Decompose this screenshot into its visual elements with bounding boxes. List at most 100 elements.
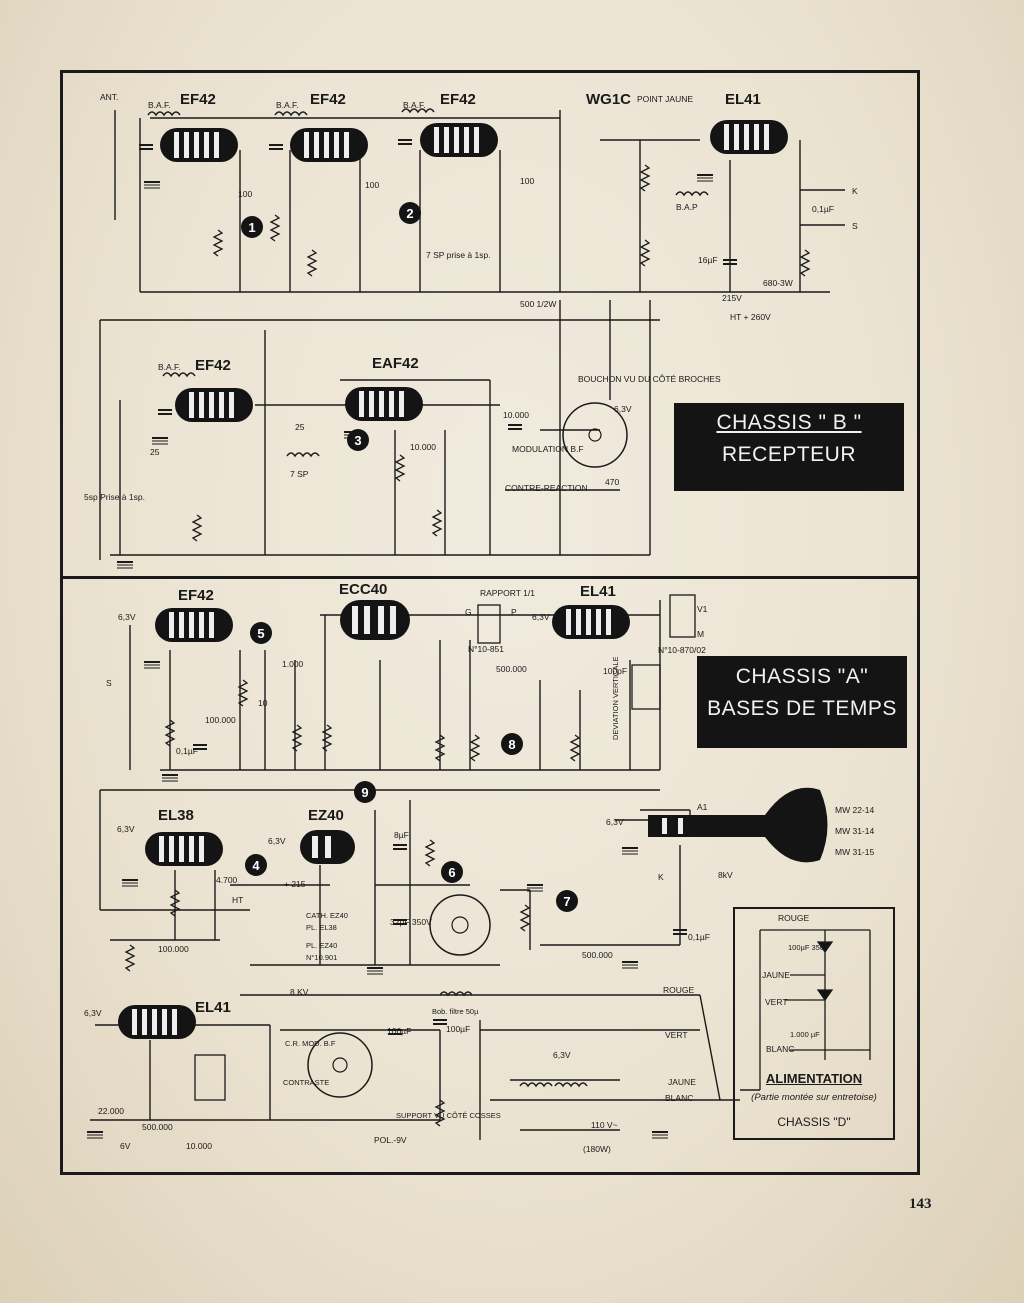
label-63v-crt: 6,3V <box>606 817 624 827</box>
bouchon-socket <box>562 402 628 468</box>
alim-vert: VERT <box>765 997 788 1007</box>
label-c16: 16µF <box>698 255 718 265</box>
label-blanc: BLANC <box>665 1093 693 1103</box>
label-pl-el38: PL. EL38 <box>306 923 337 932</box>
label-pol9: POL.-9V <box>374 1135 407 1145</box>
alimentation-chassis: CHASSIS "D" <box>777 1115 851 1129</box>
label-100-a: 100 <box>238 189 252 199</box>
label-bob-filtre: Bob. filtre 50µ <box>432 1007 479 1016</box>
label-63v-el38: 6,3V <box>117 824 135 834</box>
label-n10901: N°10.901 <box>306 953 337 962</box>
label-p: P <box>511 607 517 617</box>
label-100pf: 100pF <box>603 666 627 676</box>
support-socket <box>307 1032 373 1098</box>
label-n10870: N°10-870/02 <box>658 645 706 655</box>
receiver-wiring <box>99 110 845 560</box>
label-c10: 10 <box>258 698 268 708</box>
label-4700: 4.700 <box>216 875 238 885</box>
label-tb-el41: EL41 <box>580 583 616 600</box>
label-tb-ef42: EF42 <box>178 587 214 604</box>
label-63v-ez40: 6,3V <box>268 836 286 846</box>
alim-rouge: ROUGE <box>778 913 810 923</box>
marker-9: 9 <box>354 781 376 803</box>
svg-text:6: 6 <box>448 865 455 880</box>
label-63v-tb2: 6,3V <box>532 612 550 622</box>
svg-text:9: 9 <box>361 785 368 800</box>
label-100000: 100.000 <box>205 715 236 725</box>
alim-blanc: BLANC <box>766 1044 794 1054</box>
label-500000: 500.000 <box>496 664 527 674</box>
label-a1: A1 <box>697 802 708 812</box>
label-modulation: MODULATION B.F <box>512 444 584 454</box>
alimentation-subtitle: (Partie montée sur entretoise) <box>751 1092 877 1103</box>
timebase-tubes <box>118 600 630 1039</box>
label-k-crt: K <box>658 872 664 882</box>
label-c01-crt: 0,1µF <box>688 932 710 942</box>
label-baf-1: B.A.F. <box>148 100 171 110</box>
alimentation-title: ALIMENTATION <box>765 1071 863 1086</box>
label-63v-tb1: 6,3V <box>118 612 136 622</box>
label-680: 680-3W <box>763 278 793 288</box>
marker-7: 7 <box>556 890 578 912</box>
label-baf-3: B.A.F. <box>403 100 426 110</box>
marker-3: 3 <box>347 429 369 451</box>
label-g: G <box>465 607 472 617</box>
label-k-rx: K <box>852 186 858 196</box>
chassis-b-title: CHASSIS " B " <box>716 411 862 434</box>
label-baf-4: B.A.F. <box>158 362 181 372</box>
label-5sp: 5sp Prise à 1sp. <box>84 492 145 502</box>
label-n10851: N°10-851 <box>468 644 504 654</box>
label-rx-el41: EL41 <box>725 91 761 108</box>
page-number: 143 <box>909 1196 932 1212</box>
label-10000c: 10.000 <box>186 1141 212 1151</box>
crt-model-2: MW 31-14 <box>835 826 874 836</box>
alim-jaune: JAUNE <box>762 970 790 980</box>
label-100uf: 100µF <box>446 1024 470 1034</box>
marker-5: 5 <box>250 622 272 644</box>
label-rx-ef42-2: EF42 <box>310 91 346 108</box>
transformer-tb <box>194 594 696 1101</box>
label-25: 25 <box>150 447 160 457</box>
chassis-b-label: CHASSIS " B " RECEPTEUR <box>674 403 904 491</box>
crt-model-1: MW 22-14 <box>835 805 874 815</box>
marker-4: 4 <box>245 854 267 876</box>
label-rx-ef42-3: EF42 <box>440 91 476 108</box>
marker-6: 6 <box>441 861 463 883</box>
label-10000: 10.000 <box>503 410 529 420</box>
label-rx-ef42-1: EF42 <box>180 91 216 108</box>
section-divider <box>60 576 920 579</box>
label-cr-mod: C.R. MOD. B.F <box>285 1039 336 1048</box>
label-6v: 6V <box>120 1141 131 1151</box>
label-v1: V1 <box>697 604 708 614</box>
label-100-b: 100 <box>365 180 379 190</box>
chassis-a-title: CHASSIS "A" <box>735 665 869 688</box>
alim-c1: 100µF 350V <box>788 943 829 952</box>
label-cath: CATH. EZ40 <box>306 911 348 920</box>
label-contraste2: CONTRASTE <box>283 1078 329 1087</box>
marker-1: 1 <box>241 216 263 238</box>
svg-text:3: 3 <box>354 433 361 448</box>
svg-text:4: 4 <box>252 858 260 873</box>
label-8kv-crt: 8kV <box>718 870 733 880</box>
label-bap: B.A.P <box>676 202 698 212</box>
label-100uf2: 100µF <box>387 1026 411 1036</box>
svg-text:2: 2 <box>406 206 413 221</box>
label-100000-b: 100.000 <box>158 944 189 954</box>
label-bouchon: BOUCHON VU DU CÔTÉ BROCHES <box>578 374 721 384</box>
label-el41-2: EL41 <box>195 999 231 1016</box>
label-rapport: RAPPORT 1/1 <box>480 588 535 598</box>
label-ecc40: ECC40 <box>339 581 387 598</box>
label-500000-b: 500.000 <box>582 950 613 960</box>
label-500000-c: 500.000 <box>142 1122 173 1132</box>
svg-text:5: 5 <box>257 626 264 641</box>
label-32uf: 32µF 350V <box>390 917 432 927</box>
label-vert: VERT <box>665 1030 688 1040</box>
label-63v-alim: 6,3V <box>553 1050 571 1060</box>
label-deviation: DEVIATION VERTICALE <box>611 657 620 741</box>
label-s-rx: S <box>852 221 858 231</box>
alim-c2: 1.000 µF <box>790 1030 820 1039</box>
crt-socket <box>429 894 491 956</box>
